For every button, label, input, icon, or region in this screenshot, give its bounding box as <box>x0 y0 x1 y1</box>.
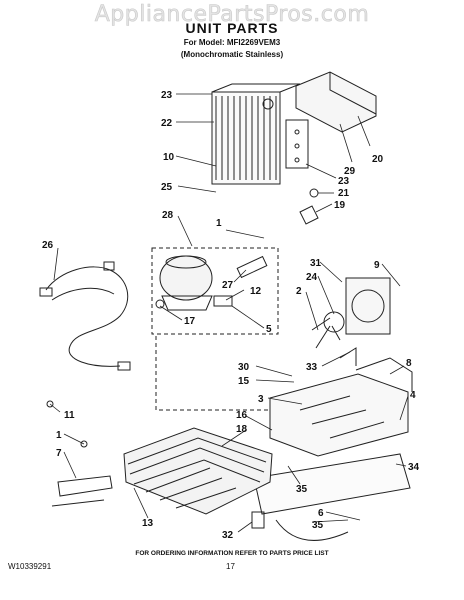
callout-25: 25 <box>161 182 173 193</box>
callout-20: 20 <box>372 154 384 165</box>
callout-26: 26 <box>42 240 54 251</box>
callout-35-bottom: 35 <box>312 520 324 531</box>
callout-23-right: 23 <box>338 176 350 187</box>
callout-9: 9 <box>374 260 380 271</box>
callout-19: 19 <box>334 200 346 211</box>
callout-8: 8 <box>406 358 412 369</box>
callout-28: 28 <box>162 210 174 221</box>
page-title: UNIT PARTS <box>185 20 279 36</box>
compressor-drawing <box>155 255 268 311</box>
callout-29: 29 <box>344 166 356 177</box>
callout-18: 18 <box>236 424 248 435</box>
coil-assembly-drawing <box>123 427 273 515</box>
condenser-bracket-drawing <box>295 71 377 133</box>
watermark-text: AppliancePartsPros.com <box>94 2 370 28</box>
page-number: 17 <box>226 562 235 571</box>
leader-lines <box>49 93 409 533</box>
callout-31: 31 <box>310 258 322 269</box>
condenser-fan-drawing <box>311 277 391 366</box>
callout-3: 3 <box>258 394 264 405</box>
callout-5: 5 <box>266 324 272 335</box>
callout-34: 34 <box>408 462 420 473</box>
callout-22: 22 <box>161 118 173 129</box>
drain-pan-drawing <box>253 453 411 515</box>
callout-10: 10 <box>163 152 175 163</box>
screw-clip-drawing <box>299 188 319 225</box>
condenser-coil-drawing <box>211 83 309 185</box>
model-line: For Model: MFI2269VEM3 <box>183 38 281 47</box>
callout-17: 17 <box>184 316 196 327</box>
callout-1-left: 1 <box>56 430 62 441</box>
callout-16: 16 <box>236 410 248 421</box>
callout-6: 6 <box>318 508 324 519</box>
callout-21: 21 <box>338 188 350 199</box>
wire-harness-drawing <box>39 261 131 371</box>
callout-30: 30 <box>238 362 250 373</box>
callout-15: 15 <box>238 376 250 387</box>
callout-23: 23 <box>161 90 173 101</box>
callout-4: 4 <box>410 390 416 401</box>
base-tray-drawing <box>269 357 413 457</box>
callout-24: 24 <box>306 272 318 283</box>
ordering-note: FOR ORDERING INFORMATION REFER TO PARTS … <box>135 550 329 557</box>
callout-33: 33 <box>306 362 318 373</box>
compressor-group-outline <box>151 247 279 335</box>
variant-line: (Monochromatic Stainless) <box>180 50 284 59</box>
document-number: W10339291 <box>8 562 52 571</box>
callout-2: 2 <box>296 286 302 297</box>
callout-11: 11 <box>64 410 75 421</box>
callout-27: 27 <box>222 280 234 291</box>
callout-7: 7 <box>56 448 62 459</box>
callout-13: 13 <box>142 518 154 529</box>
callout-32: 32 <box>222 530 234 541</box>
small-hardware-drawing <box>46 400 349 541</box>
callout-35-top: 35 <box>296 484 308 495</box>
callout-1-top: 1 <box>216 218 222 229</box>
callout-12: 12 <box>250 286 262 297</box>
